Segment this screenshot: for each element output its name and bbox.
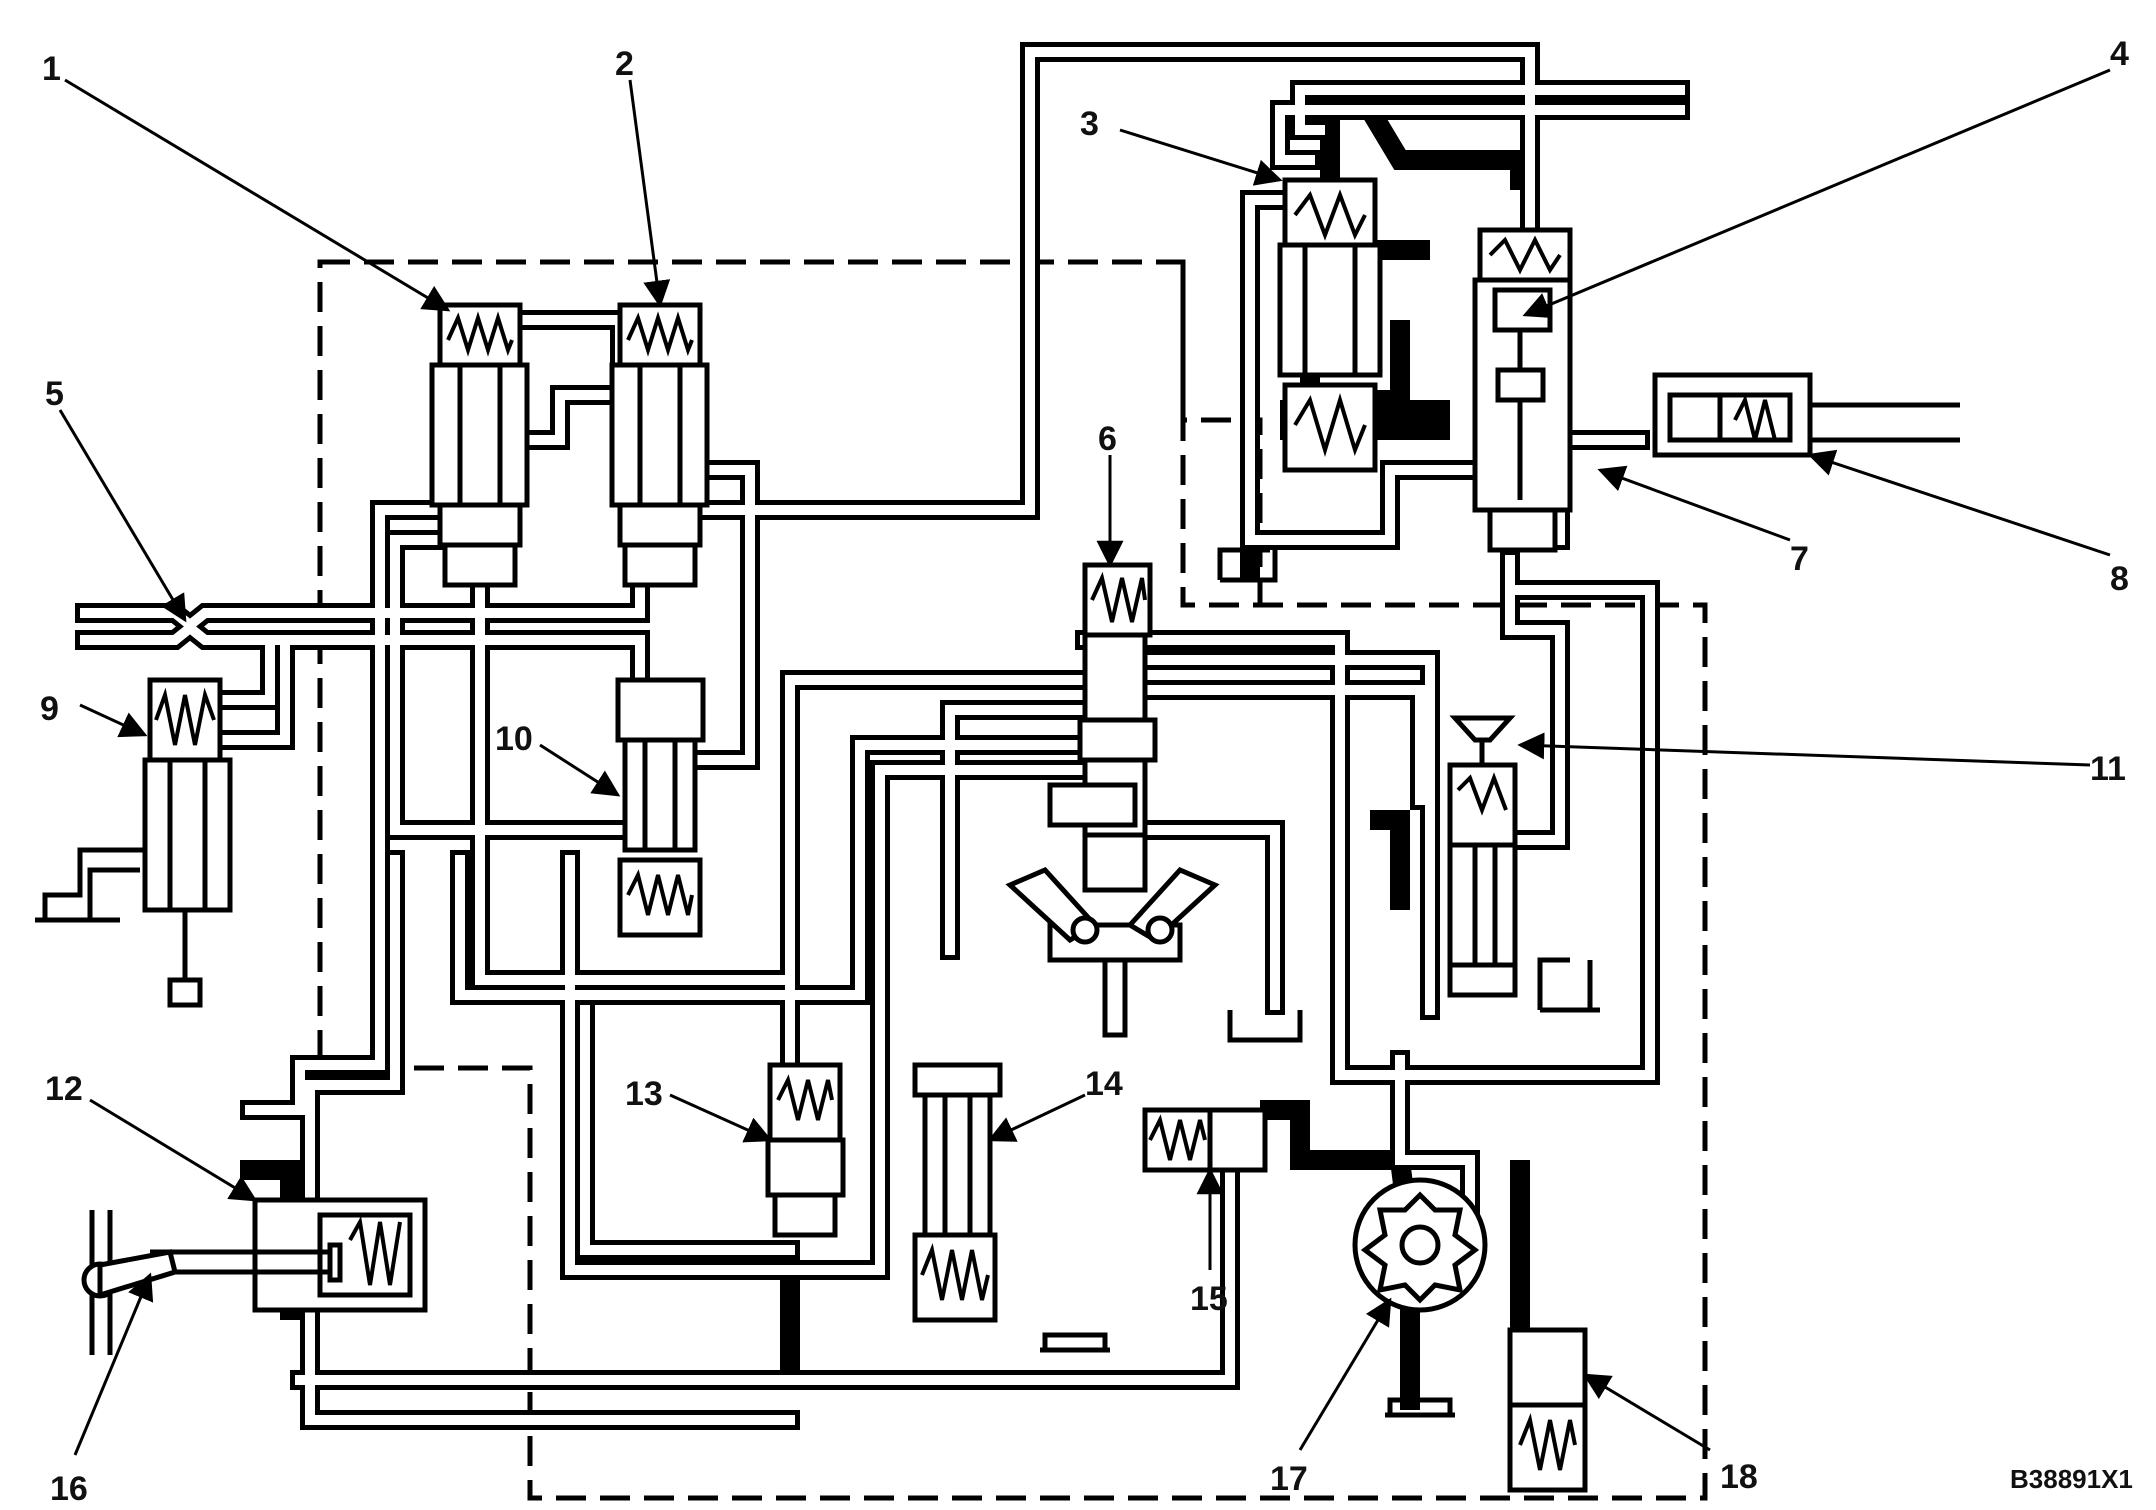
callout-15: 15 <box>1190 1280 1228 1318</box>
callout-17: 17 <box>1270 1460 1308 1498</box>
callout-16: 16 <box>50 1470 88 1508</box>
valve-11 <box>1447 715 1600 1013</box>
valve-8 <box>1652 372 1960 458</box>
callout-14: 14 <box>1085 1065 1123 1103</box>
valve-3 <box>1217 177 1383 583</box>
callout-1: 1 <box>42 50 61 88</box>
figure-code: B38891X1 <box>2010 1464 2133 1494</box>
callout-labels: 1 2 3 4 5 6 7 8 9 10 11 12 13 14 15 16 1… <box>40 35 2133 1508</box>
callout-leaders <box>58 68 2111 1456</box>
callout-4: 4 <box>2110 35 2129 73</box>
callout-12: 12 <box>45 1070 83 1108</box>
valve-18 <box>1507 1327 1588 1493</box>
callout-18: 18 <box>1720 1458 1758 1496</box>
valve-15 <box>1142 1107 1268 1173</box>
callout-5: 5 <box>45 375 64 413</box>
valve-13 <box>765 1062 846 1238</box>
valve-4 <box>1472 227 1573 553</box>
valve-2 <box>609 302 710 588</box>
callout-2: 2 <box>615 45 634 83</box>
callout-10: 10 <box>495 720 533 758</box>
valve-9 <box>35 677 233 1008</box>
valve-12 <box>150 1197 428 1313</box>
valve-1 <box>429 302 530 588</box>
valve-6 <box>1005 562 1303 1043</box>
callout-13: 13 <box>625 1075 663 1113</box>
lever-16 <box>81 1210 179 1355</box>
callout-7: 7 <box>1790 540 1809 578</box>
callout-6: 6 <box>1098 420 1117 458</box>
valve-10 <box>615 677 706 938</box>
callout-11: 11 <box>2090 750 2126 788</box>
callout-3: 3 <box>1080 105 1099 143</box>
callout-8: 8 <box>2110 560 2129 598</box>
pump-17 <box>1352 1177 1488 1418</box>
valve-14 <box>912 1062 1110 1353</box>
callout-9: 9 <box>40 690 59 728</box>
